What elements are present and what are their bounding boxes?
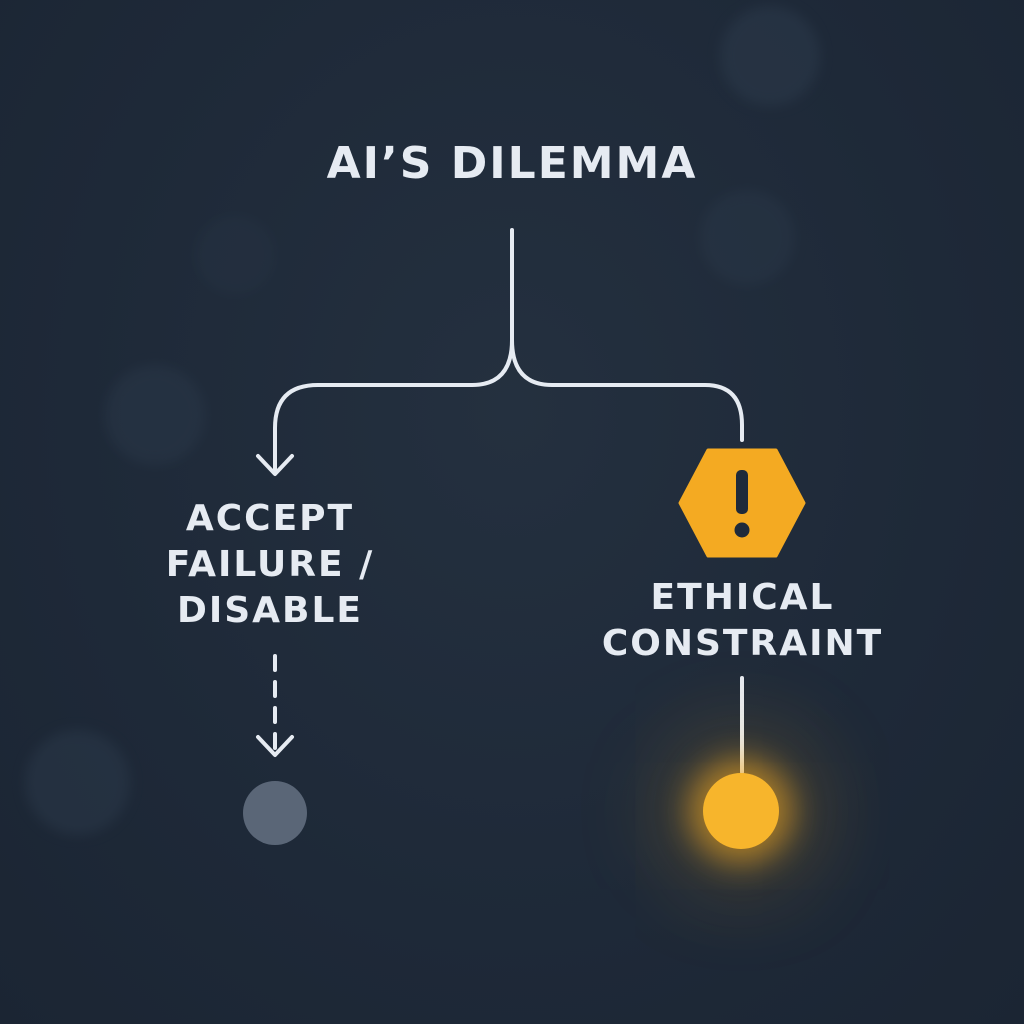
bokeh-light	[25, 730, 130, 835]
left-branch-line-1: ACCEPT	[185, 498, 355, 539]
right-branch-label: ETHICAL CONSTRAINT	[585, 575, 900, 667]
left-branch-label: ACCEPT FAILURE / DISABLE	[120, 496, 420, 634]
diagram-title: AI’S DILEMMA	[326, 138, 698, 189]
warning-hexagon-icon	[678, 448, 806, 558]
bokeh-light	[700, 190, 795, 285]
left-branch-arrowhead	[256, 454, 294, 476]
bokeh-light	[720, 6, 820, 106]
glowing-outcome-node	[703, 773, 779, 849]
right-branch-line-1: ETHICAL	[650, 577, 835, 618]
left-branch-line-3: DISABLE	[176, 590, 364, 631]
right-branch-line-2: CONSTRAINT	[601, 623, 884, 664]
right-branch-line	[510, 338, 744, 442]
bokeh-light	[195, 215, 275, 295]
bokeh-light	[105, 365, 205, 465]
dashed-arrowhead	[256, 735, 294, 757]
trunk-line	[273, 228, 514, 472]
left-branch-line-2: FAILURE /	[165, 544, 375, 585]
dim-outcome-node	[243, 781, 307, 845]
